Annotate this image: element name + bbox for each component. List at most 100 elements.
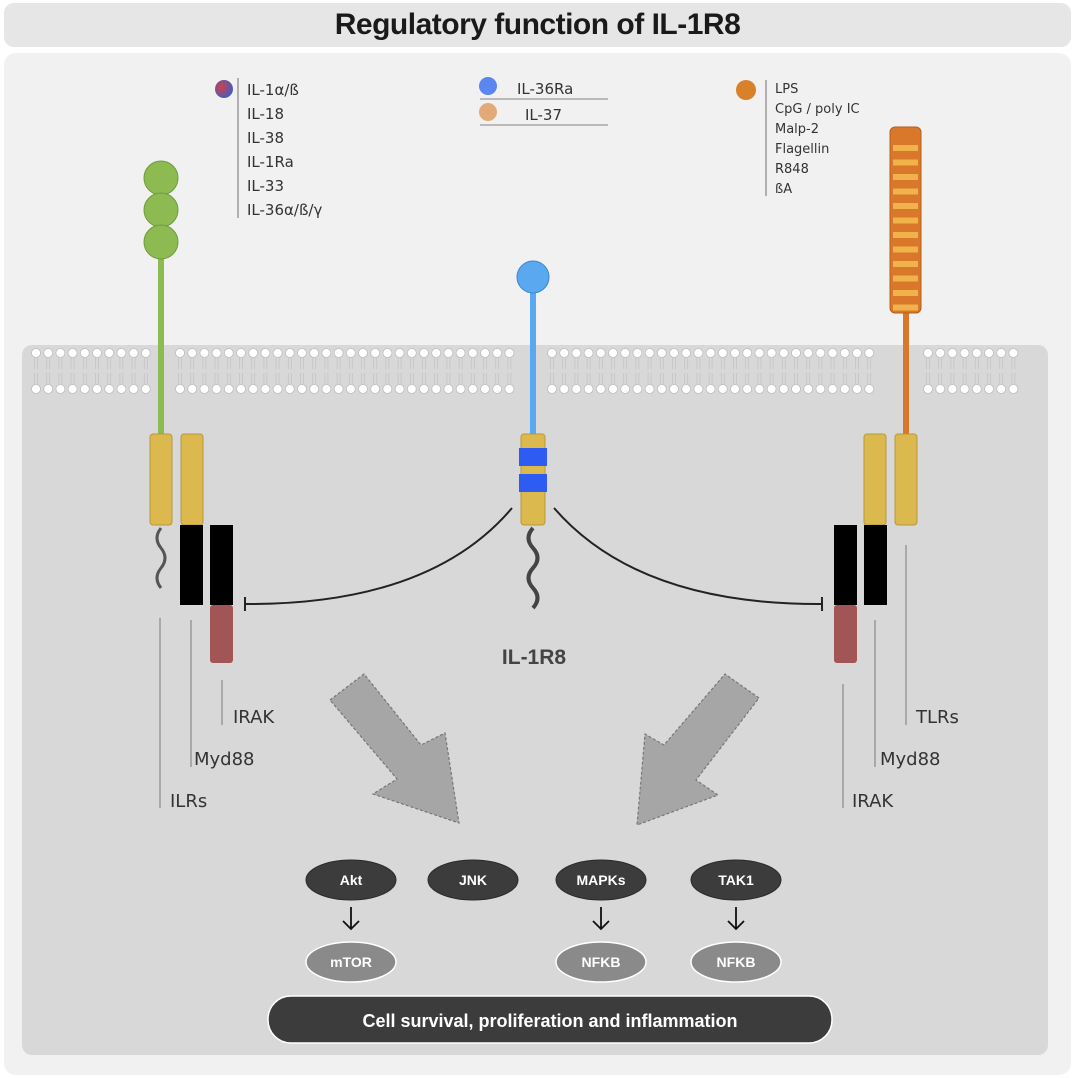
lipid-head — [864, 384, 875, 394]
lipid-tail — [46, 358, 51, 384]
lipid-head — [742, 384, 753, 394]
lipid-tail — [300, 358, 304, 384]
lipid-head — [104, 384, 115, 394]
lipid-head — [620, 384, 631, 394]
lipid-head — [79, 348, 90, 358]
lipid-head — [632, 384, 643, 394]
lipid-tail — [745, 358, 750, 384]
lipid-head — [947, 348, 958, 358]
lipid-tail — [757, 358, 762, 384]
lipid-tail — [781, 358, 786, 384]
lipid-head — [778, 348, 789, 358]
lrr-stripe — [893, 174, 918, 180]
inhibition-right — [553, 507, 824, 612]
lipid-head — [717, 348, 728, 358]
legend-center-item: IL-36Ra — [517, 80, 573, 98]
lipid-tail — [397, 358, 402, 384]
irak-left-label: IRAK — [233, 707, 275, 728]
lipid-head — [175, 384, 185, 394]
tak1-label: TAK1 — [718, 872, 754, 888]
lipid-head — [705, 384, 716, 394]
jnk-label: JNK — [459, 872, 487, 888]
lipid-head — [959, 384, 970, 394]
mtor-node: mTOR — [305, 941, 397, 983]
lipid-tail — [999, 358, 1004, 384]
lipid-tail — [373, 358, 378, 384]
lipid-head — [431, 348, 442, 358]
lipid-tail — [720, 358, 725, 384]
lipid-head — [791, 384, 801, 394]
lipid-tail — [409, 358, 414, 384]
lipid-head — [644, 348, 655, 358]
lipid-head — [803, 348, 814, 358]
lipid-tail — [708, 358, 713, 384]
lipid-head — [43, 348, 54, 358]
legend-center-item: IL-37 — [525, 106, 562, 124]
lipid-tail — [855, 358, 859, 384]
lipid-tail — [361, 358, 365, 384]
lipid-head — [382, 384, 393, 394]
lipid-head — [480, 348, 490, 358]
lipid-tail — [95, 358, 99, 384]
lipid-head — [333, 348, 344, 358]
lipid-tail — [214, 358, 219, 384]
lipid-head — [431, 384, 442, 394]
lipid-head — [187, 348, 198, 358]
lipid-tail — [794, 358, 798, 384]
outcome-label: Cell survival, proliferation and inflamm… — [362, 1011, 737, 1031]
lipid-head — [248, 384, 259, 394]
lipid-head — [1008, 384, 1019, 394]
lipid-tail — [58, 358, 63, 384]
lrr-stripe — [893, 246, 918, 253]
lipid-head — [370, 384, 381, 394]
tlr-lrr-stripes — [893, 145, 918, 311]
lipid-head — [345, 348, 356, 358]
lipid-head — [815, 348, 826, 358]
lipid-head — [358, 384, 368, 394]
lipid-head — [345, 384, 356, 394]
myd88-left-label: Myd88 — [194, 749, 255, 770]
ilr-stalk — [158, 252, 164, 438]
lipid-head — [309, 348, 320, 358]
lipid-head — [766, 384, 777, 394]
lipid-head — [236, 384, 246, 394]
lipid-tail — [34, 358, 38, 384]
lipid-head — [923, 348, 933, 358]
lipid-tail — [623, 358, 628, 384]
lipid-tail — [483, 358, 487, 384]
lipid-head — [443, 348, 454, 358]
lipid-head — [504, 348, 515, 358]
lipid-head — [394, 384, 405, 394]
lipid-head — [406, 384, 417, 394]
lipid-head — [839, 384, 850, 394]
lipid-head — [923, 384, 933, 394]
lrr-stripe — [893, 232, 918, 238]
lipid-head — [583, 384, 594, 394]
lipid-tail — [446, 358, 451, 384]
ilrs-label: ILRs — [170, 791, 207, 812]
mapks-node: MAPKs — [555, 859, 647, 901]
lipid-head — [321, 348, 332, 358]
legend-left-item: IL-18 — [247, 105, 284, 123]
lipid-head — [248, 348, 259, 358]
lipid-head — [31, 348, 41, 358]
lipid-tail — [806, 358, 811, 384]
lipid-head — [455, 384, 466, 394]
lipid-head — [455, 348, 466, 358]
lipid-head — [358, 348, 368, 358]
lipid-tail — [336, 358, 341, 384]
lipid-head — [211, 384, 222, 394]
tlr-receptor: TLRs Myd88 IRAK — [834, 126, 959, 812]
lipid-tail — [275, 358, 280, 384]
lipid-head — [996, 384, 1007, 394]
lipid-head — [92, 384, 102, 394]
lipid-head — [467, 348, 478, 358]
il1r8-label: IL-1R8 — [502, 646, 567, 669]
lipid-head — [656, 384, 667, 394]
lipid-head — [571, 384, 582, 394]
lipid-head — [443, 384, 454, 394]
lipid-head — [55, 348, 66, 358]
lipid-head — [492, 384, 503, 394]
arrow-mapks-nfkb — [592, 907, 610, 931]
tlr-tir-domain — [894, 433, 918, 526]
